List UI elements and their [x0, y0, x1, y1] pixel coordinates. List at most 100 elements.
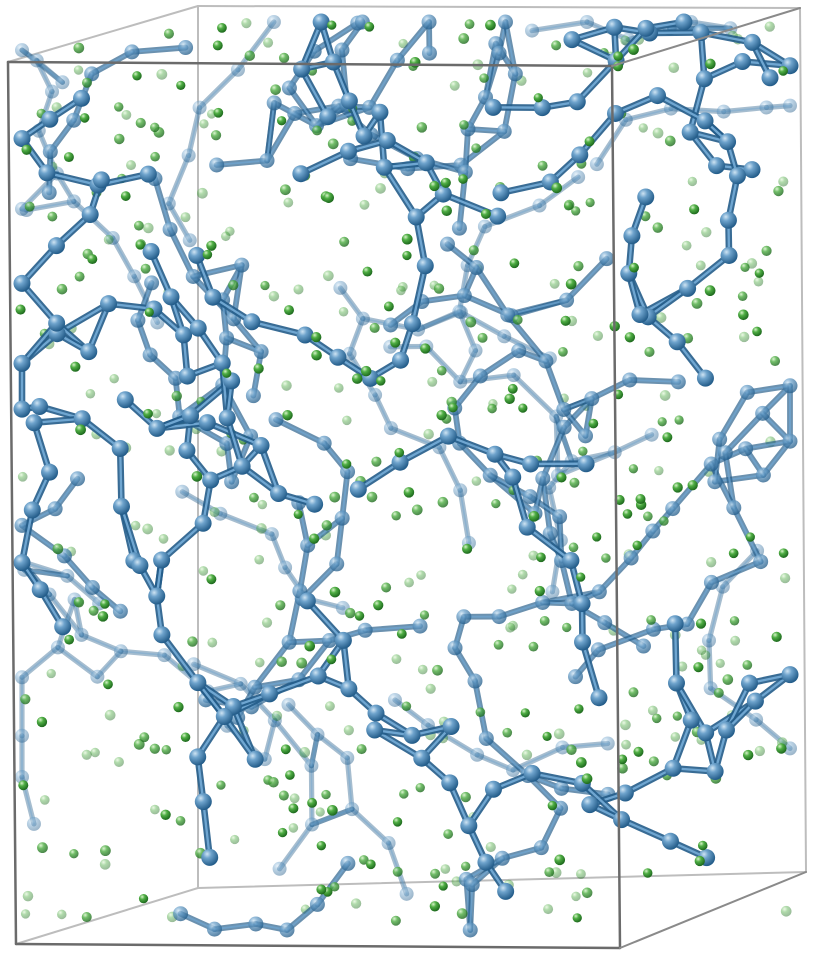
framework-atom	[127, 269, 142, 284]
guest-atom	[99, 859, 111, 870]
bond-highlight	[689, 77, 706, 134]
guest-atom	[436, 409, 447, 421]
framework-atom	[666, 615, 684, 633]
guest-atom	[487, 403, 497, 414]
bond-highlight	[398, 435, 450, 464]
framework-atom	[696, 112, 714, 130]
guest-atom	[327, 138, 339, 150]
framework-atom	[243, 313, 261, 331]
framework-atom	[178, 441, 196, 459]
guest-atom	[73, 65, 84, 75]
guest-atom	[657, 417, 667, 427]
framework-atom	[645, 523, 661, 539]
bond-highlight	[511, 475, 529, 529]
framework-atom	[324, 53, 342, 71]
bond-highlight	[656, 94, 707, 123]
framework-atom	[719, 133, 737, 151]
guest-atom	[56, 283, 68, 295]
bond	[46, 591, 85, 638]
guest-atom	[390, 915, 401, 926]
guest-atom	[436, 365, 447, 376]
bond-highlight	[167, 154, 190, 205]
guest-atom	[572, 913, 582, 923]
framework-atom	[522, 455, 540, 473]
framework-atom	[266, 95, 282, 111]
bond-highlight	[578, 112, 617, 157]
guest-atom	[206, 240, 217, 251]
framework-atom	[623, 550, 639, 566]
guest-atom	[565, 278, 577, 290]
guest-atom	[241, 18, 252, 29]
bond-highlight	[396, 21, 431, 62]
guest-atom	[687, 480, 698, 491]
framework-atom	[781, 666, 799, 684]
framework-atom	[421, 45, 437, 61]
guest-atom	[633, 746, 644, 757]
guest-atom	[458, 174, 468, 184]
bond-highlight	[530, 772, 584, 785]
framework-atom	[451, 220, 467, 236]
bond	[349, 806, 392, 846]
bond-highlight	[300, 20, 323, 71]
bond-highlight	[485, 737, 529, 777]
framework-atom	[668, 333, 686, 351]
guest-atom	[87, 254, 98, 265]
guest-atom	[778, 66, 788, 76]
guest-atom	[276, 656, 287, 668]
bond-highlight	[21, 646, 59, 679]
guest-atom	[140, 263, 151, 274]
bond-highlight	[425, 345, 462, 383]
framework-atom	[578, 428, 594, 444]
framework-atom	[746, 692, 764, 710]
guest-atom	[404, 577, 414, 588]
framework-atom	[329, 556, 345, 572]
framework-atom	[178, 40, 194, 56]
framework-atom	[555, 740, 570, 755]
guest-atom	[255, 657, 265, 668]
guest-atom	[316, 884, 327, 895]
bond-highlight	[710, 560, 762, 584]
guest-atom	[271, 710, 283, 722]
guest-atom	[210, 130, 222, 141]
guest-atom	[326, 654, 337, 665]
guest-atom	[296, 657, 308, 669]
guest-atom	[696, 645, 707, 655]
framework-atom	[153, 626, 171, 644]
guest-atom	[126, 160, 137, 171]
guest-atom	[230, 834, 240, 845]
framework-atom	[334, 510, 350, 526]
guest-atom	[437, 496, 449, 508]
bond-highlight	[596, 118, 627, 166]
guest-atom	[288, 803, 299, 814]
framework-atom	[194, 793, 212, 811]
framework-atom	[366, 721, 384, 739]
guest-atom	[316, 840, 327, 851]
guest-atom	[206, 574, 217, 585]
framework-atom	[538, 353, 554, 369]
framework-atom	[739, 384, 755, 400]
guest-atom	[643, 511, 653, 522]
guest-atom	[366, 491, 378, 503]
bond	[23, 198, 77, 213]
guest-atom	[391, 654, 402, 665]
bond-highlight	[259, 444, 280, 495]
guest-atom	[558, 346, 568, 357]
framework-atom	[507, 66, 523, 82]
bond-highlight	[160, 633, 200, 684]
guest-atom	[465, 316, 477, 328]
guest-atom	[440, 177, 451, 188]
guest-atom	[73, 42, 85, 54]
framework-atom	[73, 89, 91, 107]
framework-atom	[416, 257, 434, 275]
guest-atom	[396, 628, 407, 639]
guest-atom	[528, 510, 540, 522]
framework-atom	[81, 206, 99, 224]
bond-highlight	[724, 451, 735, 509]
guest-atom	[551, 40, 562, 51]
framework-atom	[252, 436, 270, 454]
framework-atom	[48, 314, 66, 332]
framework-atom	[47, 237, 65, 255]
bond-highlight	[311, 808, 353, 826]
guest-atom	[293, 284, 304, 295]
framework-atom	[112, 603, 128, 619]
